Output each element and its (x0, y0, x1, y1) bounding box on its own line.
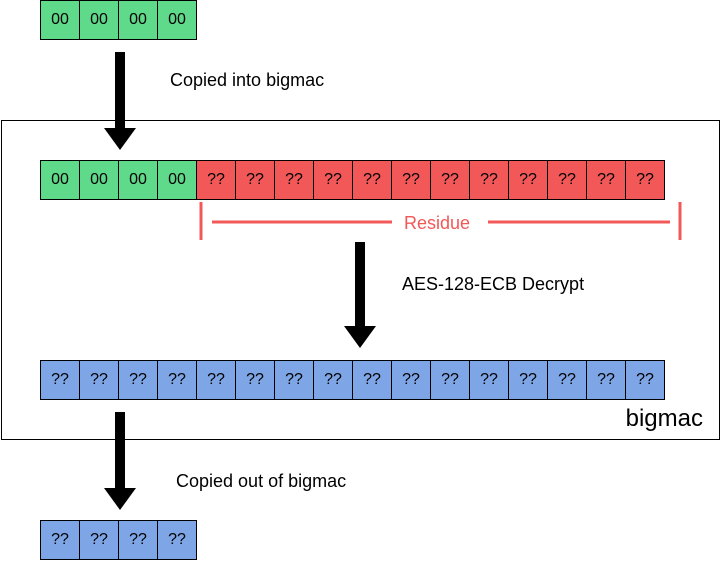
output-byte-cell: ?? (118, 360, 158, 400)
input-bytes-row: 00 00 00 00 (40, 0, 197, 40)
copied-byte-cell: 00 (157, 160, 197, 200)
input-byte-cell: 00 (118, 0, 158, 40)
output-byte-cell: ?? (79, 360, 119, 400)
residue-byte-cell: ?? (196, 160, 236, 200)
copy-out-arrow (104, 412, 136, 510)
output-byte-cell: ?? (391, 360, 431, 400)
residue-byte-cell: ?? (469, 160, 509, 200)
output-byte-cell: ?? (40, 360, 80, 400)
decrypt-label: AES-128-ECB Decrypt (402, 274, 585, 294)
output-byte-cell: ?? (430, 360, 470, 400)
residue-byte-cell: ?? (586, 160, 626, 200)
final-byte-cell: ?? (118, 520, 158, 560)
bigmac-label: bigmac (625, 405, 703, 432)
residue-label: Residue (404, 213, 471, 233)
output-byte-cell: ?? (274, 360, 314, 400)
copied-into-label: Copied into bigmac (170, 70, 325, 90)
residue-bracket (199, 202, 682, 240)
output-byte-cell: ?? (313, 360, 353, 400)
output-byte-cell: ?? (157, 360, 197, 400)
residue-byte-cell: ?? (313, 160, 353, 200)
residue-byte-cell: ?? (352, 160, 392, 200)
residue-byte-cell: ?? (274, 160, 314, 200)
decrypt-arrow (344, 242, 376, 348)
bigmac-container: bigmac (1, 120, 720, 440)
output-byte-cell: ?? (547, 360, 587, 400)
bigmac-buffer-row: 00 00 00 00 ?? ?? ?? ?? ?? ?? ?? ?? ?? ?… (40, 160, 665, 200)
output-byte-cell: ?? (235, 360, 275, 400)
residue-byte-cell: ?? (625, 160, 665, 200)
decrypted-output-row: ?? ?? ?? ?? ?? ?? ?? ?? ?? ?? ?? ?? ?? ?… (40, 360, 665, 400)
output-byte-cell: ?? (196, 360, 236, 400)
input-byte-cell: 00 (40, 0, 80, 40)
copied-out-label: Copied out of bigmac (176, 471, 347, 491)
final-byte-cell: ?? (79, 520, 119, 560)
final-bytes-row: ?? ?? ?? ?? (40, 520, 197, 560)
copied-byte-cell: 00 (118, 160, 158, 200)
residue-byte-cell: ?? (508, 160, 548, 200)
input-byte-cell: 00 (157, 0, 197, 40)
residue-byte-cell: ?? (235, 160, 275, 200)
output-byte-cell: ?? (352, 360, 392, 400)
final-byte-cell: ?? (40, 520, 80, 560)
residue-byte-cell: ?? (547, 160, 587, 200)
final-byte-cell: ?? (157, 520, 197, 560)
output-byte-cell: ?? (625, 360, 665, 400)
copied-byte-cell: 00 (79, 160, 119, 200)
copy-in-arrow (104, 52, 136, 150)
